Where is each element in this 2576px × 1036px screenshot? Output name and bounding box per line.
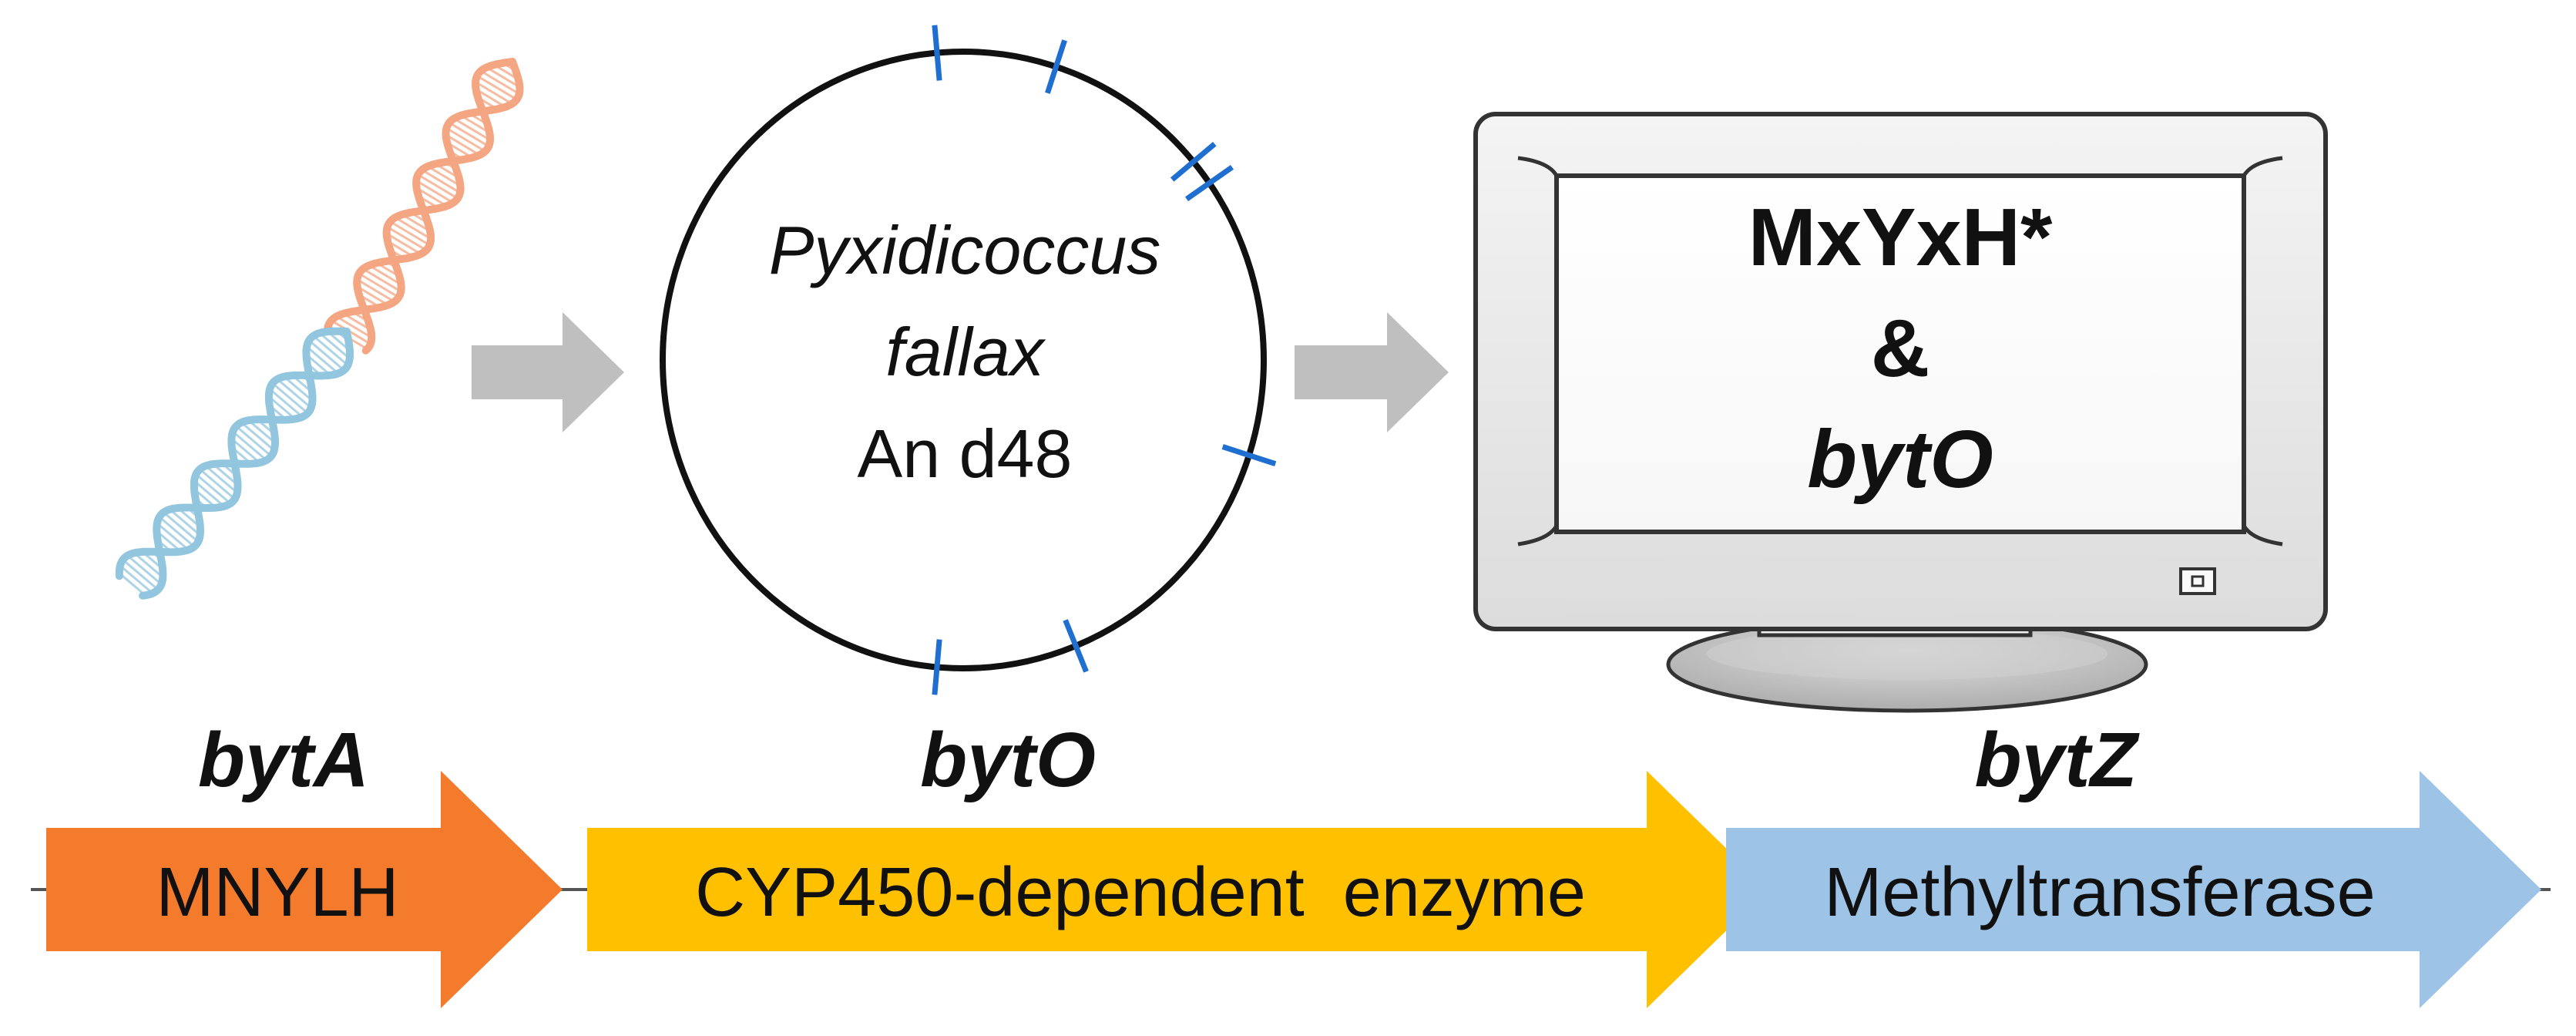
- dna-rung: [368, 264, 402, 286]
- dna-rung: [283, 375, 314, 402]
- dna-backbone: [324, 58, 524, 332]
- dna-rung: [306, 345, 339, 375]
- dna-rung: [475, 81, 513, 105]
- gene-bytA: bytA MNYLH: [46, 717, 563, 1008]
- dna-rung: [308, 339, 345, 372]
- dna-rung: [331, 319, 371, 345]
- dna-rung: [118, 572, 146, 597]
- dna-rung: [276, 378, 312, 409]
- dna-strand-orange: [324, 58, 524, 355]
- dna-rung: [158, 516, 196, 548]
- dna-rung: [445, 133, 481, 156]
- dna-rung: [356, 285, 389, 306]
- dna-rung: [460, 114, 491, 134]
- gene-arrow-bytO: [587, 771, 1768, 1008]
- dna-rung: [312, 335, 349, 366]
- dna-rung: [269, 388, 304, 418]
- gene-product-bytZ: Methyltransferase: [1824, 854, 2375, 931]
- restriction-site-mark: [1184, 165, 1234, 202]
- monitor-line-1: MxYxH*: [1748, 192, 2053, 283]
- dna-rung: [133, 552, 164, 579]
- dna-rung: [445, 126, 486, 153]
- dna-rung: [417, 173, 458, 200]
- dna-rung: [485, 66, 521, 89]
- dna-rung: [126, 554, 163, 586]
- dna-rung: [169, 508, 201, 536]
- dna-rung: [240, 421, 275, 452]
- restriction-site-mark: [932, 639, 942, 695]
- dna-rung: [415, 180, 454, 204]
- dna-rung: [271, 382, 309, 415]
- dna-rung: [415, 187, 448, 207]
- dna-rung: [193, 479, 225, 507]
- gene-arrow-bytZ: [1726, 771, 2541, 1008]
- monitor-icon: MxYxH* & bytO: [1473, 112, 2328, 713]
- genome-plasmid-circle: Pyxidicoccus fallax An d48: [660, 25, 1277, 695]
- dna-rung: [389, 220, 431, 247]
- strain-label: An d48: [858, 415, 1073, 492]
- dna-backbone: [353, 58, 516, 355]
- dna-rung: [362, 267, 402, 293]
- dna-rung: [453, 117, 491, 142]
- dna-rung: [386, 226, 427, 251]
- dna-rung: [427, 165, 462, 187]
- restriction-site-mark: [1170, 142, 1217, 182]
- dna-rung: [235, 425, 273, 457]
- dna-backbone: [115, 328, 354, 580]
- gene-bytO: bytO CYP450-dependent enzyme: [587, 717, 1768, 1008]
- restriction-site-marks: [932, 25, 1277, 695]
- dna-rung: [448, 121, 489, 148]
- dna-rung: [385, 232, 421, 255]
- process-arrow-2: [1295, 312, 1449, 432]
- restriction-site-mark: [932, 25, 942, 81]
- dna-rung: [395, 216, 432, 240]
- dna-rung: [318, 331, 351, 360]
- dna-rung: [156, 522, 190, 551]
- organism-species: fallax: [885, 314, 1046, 390]
- gene-product-bytO: CYP450-dependent enzyme: [695, 854, 1586, 931]
- gene-name-bytA: bytA: [198, 717, 369, 803]
- dna-strand-blue: [115, 327, 354, 600]
- monitor-line-2: &: [1871, 303, 1930, 394]
- dna-rung: [401, 214, 431, 233]
- dna-rung: [421, 169, 461, 194]
- power-button-icon: [2179, 567, 2216, 595]
- dna-rung: [204, 465, 238, 494]
- monitor-screen: [1554, 173, 2246, 534]
- dna-helix-icon: [115, 58, 524, 600]
- process-arrow-1: [472, 312, 624, 432]
- dna-rung: [335, 315, 372, 339]
- dna-rung: [212, 462, 239, 486]
- gene-name-bytO: bytO: [920, 717, 1096, 803]
- restriction-site-mark: [1045, 39, 1067, 94]
- dna-rung: [195, 473, 232, 505]
- gene-arrow-bytA: [46, 771, 563, 1008]
- gene-name-bytZ: bytZ: [1974, 717, 2140, 803]
- dna-rung: [122, 559, 160, 591]
- dna-rung: [163, 511, 200, 543]
- dna-rung: [476, 75, 518, 101]
- dna-rung: [475, 88, 506, 108]
- gene-product-bytA: MNYLH: [156, 854, 398, 931]
- dna-rung: [247, 419, 276, 444]
- organism-genus: Pyxidicoccus: [769, 212, 1161, 288]
- dna-rung: [358, 272, 400, 298]
- dna-rung: [199, 468, 236, 500]
- gene-bytZ: bytZ Methyltransferase: [1726, 717, 2541, 1008]
- restriction-site-mark: [1221, 444, 1277, 467]
- dna-rung: [356, 278, 395, 303]
- dna-rung: [267, 395, 297, 420]
- dna-rung: [119, 564, 154, 594]
- restriction-site-mark: [1063, 619, 1089, 673]
- monitor-line-3: bytO: [1807, 414, 1993, 505]
- dna-rung: [232, 430, 267, 462]
- dna-rung: [480, 69, 520, 96]
- dna-rung: [230, 438, 261, 464]
